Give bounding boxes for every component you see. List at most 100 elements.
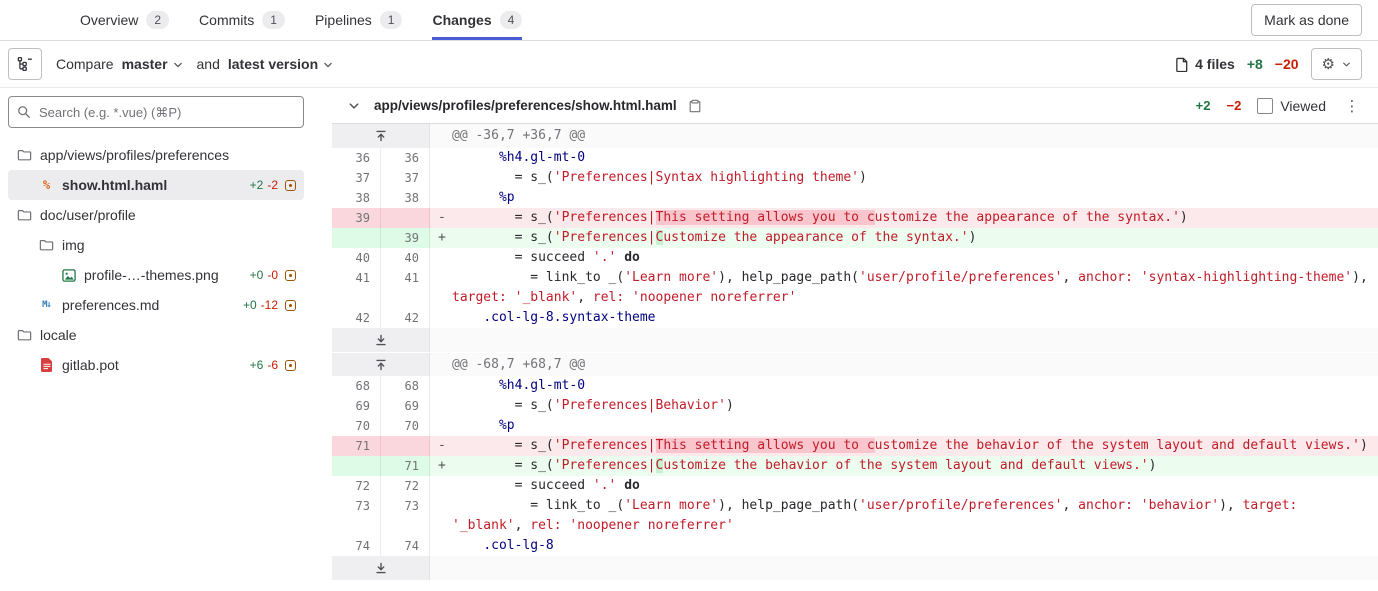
old-line-number[interactable]: 37 [332,168,381,188]
tree-file-row[interactable]: %show.html.haml+2-2 [8,170,304,200]
file-name: preferences.md [62,297,160,313]
tree-folder-row[interactable]: doc/user/profile [8,200,304,230]
target-version-dropdown[interactable]: latest version [228,56,333,72]
old-line-number[interactable]: 68 [332,376,381,396]
gear-icon: ⚙ [1321,56,1335,73]
old-line-number[interactable]: 41 [332,268,381,308]
old-line-number[interactable]: 36 [332,148,381,168]
line-content: %p [452,418,515,433]
new-line-number[interactable]: 42 [381,308,430,328]
copy-file-path-button[interactable] [683,94,707,118]
hunk-header-text: @@ -68,7 +68,7 @@ [430,353,1378,376]
tab-overview[interactable]: Overview 2 [80,0,170,40]
old-line-number[interactable] [332,228,381,248]
file-search-input[interactable] [8,96,304,128]
new-line-number[interactable] [381,208,430,228]
new-line-number[interactable]: 39 [381,228,430,248]
tree-folder-row[interactable]: locale [8,320,304,350]
old-line-number[interactable]: 42 [332,308,381,328]
old-line-number[interactable]: 39 [332,208,381,228]
new-line-number[interactable]: 68 [381,376,430,396]
new-line-number[interactable]: 36 [381,148,430,168]
new-line-number[interactable]: 37 [381,168,430,188]
diff-settings-button[interactable]: ⚙ [1310,48,1362,80]
tree-folder-row[interactable]: app/views/profiles/preferences [8,140,304,170]
old-line-number[interactable]: 71 [332,436,381,456]
expand-row [332,328,1378,352]
and-label: and [196,56,220,72]
folder-icon [16,148,33,162]
new-line-number[interactable]: 74 [381,536,430,556]
new-line-number[interactable]: 71 [381,456,430,476]
source-branch-dropdown[interactable]: master [122,56,183,72]
deletions-count: -0 [267,268,278,282]
changes-body: app/views/profiles/preferences%show.html… [0,88,1378,591]
line-content: = s_('Preferences|Behavior') [452,398,734,413]
expand-down-button[interactable] [332,328,430,352]
old-line-number[interactable]: 69 [332,396,381,416]
line-content: .col-lg-8 [452,538,554,553]
old-line-number[interactable]: 40 [332,248,381,268]
diff-stats-bar: 4 files +8 −20 ⚙ [1175,48,1362,80]
diff-line: 71+ = s_('Preferences|Customize the beha… [332,456,1378,476]
line-sign: - [438,210,446,225]
diff-file-header: app/views/profiles/preferences/show.html… [332,88,1378,124]
expand-up-button[interactable] [332,124,430,148]
collapse-file-button[interactable] [342,94,366,118]
file-options-kebab-button[interactable]: ⋮ [1342,94,1362,118]
old-line-number[interactable]: 38 [332,188,381,208]
expand-row [332,556,1378,580]
folder-icon [38,238,55,252]
compare-toolbar: Compare master and latest version 4 file… [0,41,1378,88]
old-line-number[interactable]: 73 [332,496,381,536]
expand-up-button[interactable] [332,353,430,376]
line-content: %p [452,190,515,205]
new-line-number[interactable]: 72 [381,476,430,496]
mr-tabs: Overview 2 Commits 1 Pipelines 1 Changes… [80,0,523,40]
old-line-number[interactable] [332,456,381,476]
new-line-number[interactable]: 73 [381,496,430,536]
total-deletions: −20 [1274,56,1299,72]
file-modified-icon [285,299,296,311]
new-line-number[interactable]: 40 [381,248,430,268]
hunk-header-row: @@ -68,7 +68,7 @@ [332,352,1378,376]
tree-file-row[interactable]: gitlab.pot+6-6 [8,350,304,380]
folder-name: locale [40,327,77,343]
tab-count-badge: 2 [146,10,170,29]
tree-file-row[interactable]: M↓preferences.md+0-12 [8,290,304,320]
viewed-checkbox[interactable] [1257,97,1274,114]
expand-down-button[interactable] [332,556,430,580]
old-line-number[interactable]: 74 [332,536,381,556]
new-line-number[interactable]: 69 [381,396,430,416]
line-content: = link_to _('Learn more'), help_page_pat… [452,498,1298,533]
file-change-stats: +0-12 [243,298,296,312]
diff-file-actions: +2 −2 Viewed ⋮ [1196,94,1362,118]
line-content: + = s_('Preferences|Customize the appear… [430,228,1378,248]
line-content: .col-lg-8.syntax-theme [452,310,656,325]
tab-changes[interactable]: Changes 4 [432,0,523,40]
total-additions: +8 [1246,56,1263,72]
tab-commits[interactable]: Commits 1 [199,0,285,40]
line-sign: - [438,438,446,453]
file-tree-toggle-button[interactable] [8,48,42,80]
mark-as-done-button[interactable]: Mark as done [1251,4,1362,36]
tree-file-row[interactable]: profile-…-themes.png+0-0 [8,260,304,290]
search-icon [17,105,31,119]
new-line-number[interactable] [381,436,430,456]
tab-pipelines[interactable]: Pipelines 1 [315,0,403,40]
old-line-number[interactable]: 72 [332,476,381,496]
diff-panel: app/views/profiles/preferences/show.html… [332,88,1378,591]
old-line-number[interactable]: 70 [332,416,381,436]
new-line-number[interactable]: 38 [381,188,430,208]
tree-folder-row[interactable]: img [8,230,304,260]
tab-label: Overview [80,11,139,28]
viewed-toggle[interactable]: Viewed [1257,97,1326,114]
new-line-number[interactable]: 41 [381,268,430,308]
new-line-number[interactable]: 70 [381,416,430,436]
